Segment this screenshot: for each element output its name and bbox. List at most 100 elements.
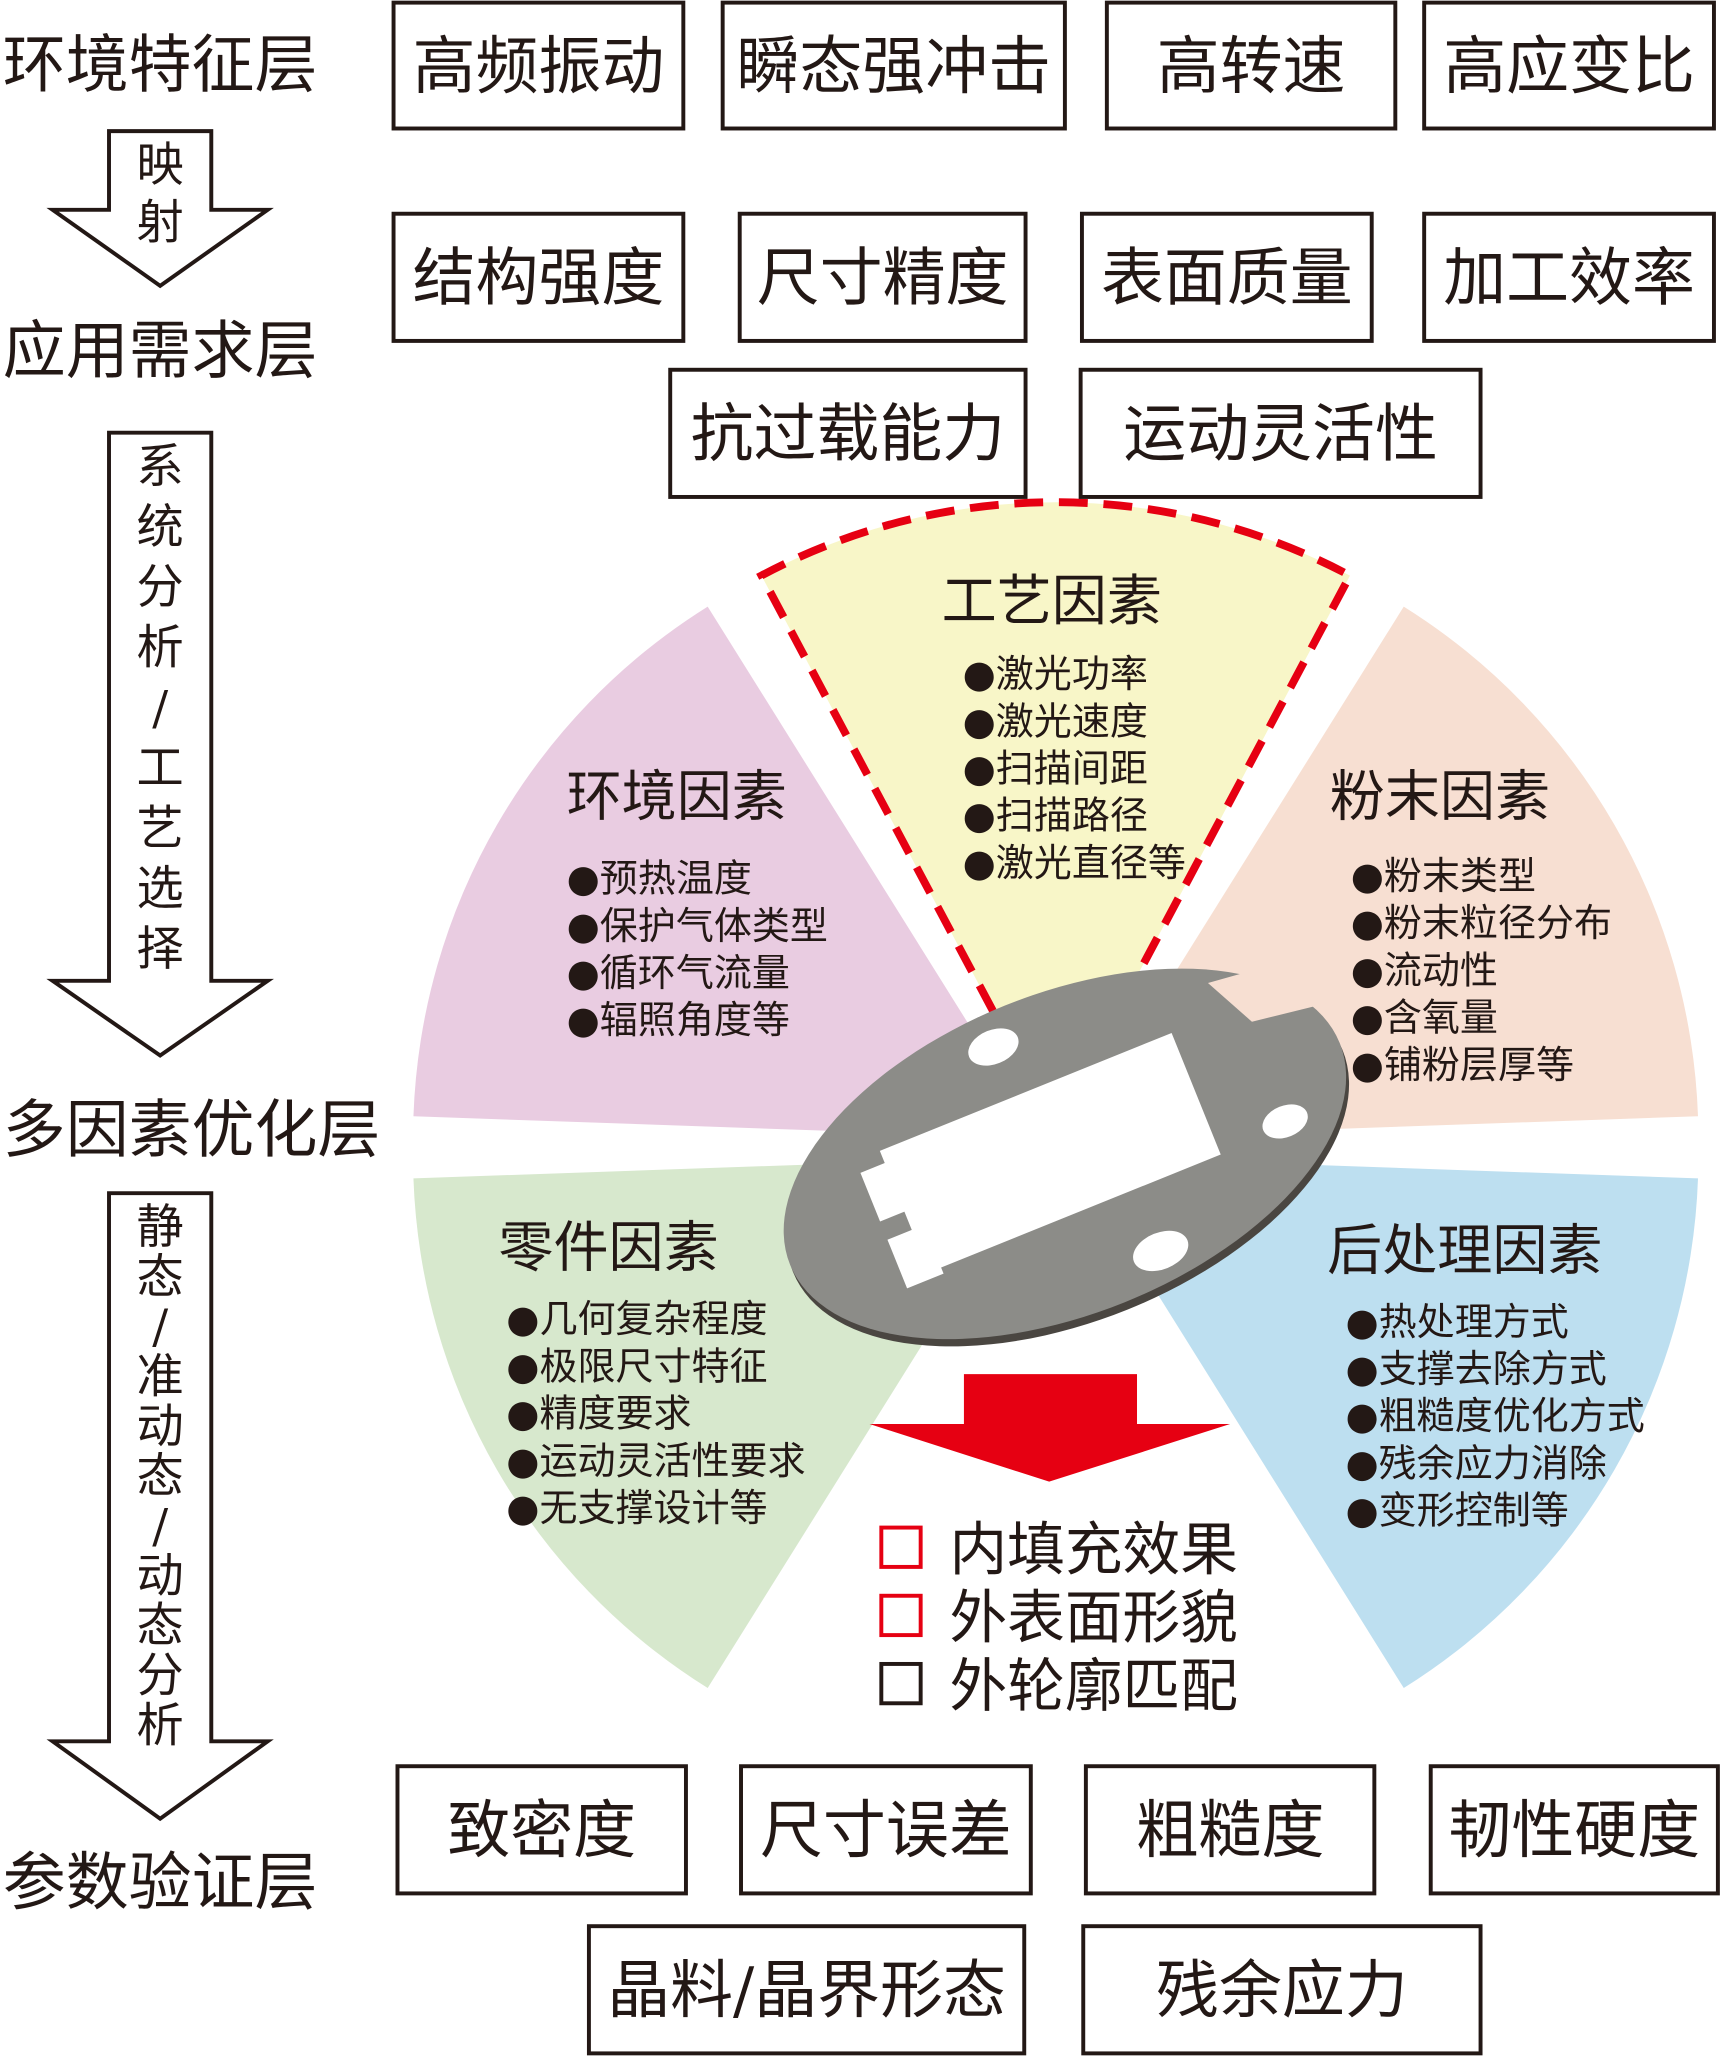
factor-item: ●激光直径等 — [963, 841, 1186, 885]
box-frame — [668, 367, 1028, 499]
arrow-shape — [46, 129, 274, 289]
box-label: 韧性硬度 — [1448, 1794, 1700, 1867]
factor-item: ●粉末类型 — [1351, 854, 1536, 898]
checkbox-icon — [879, 1661, 923, 1706]
part-image — [783, 950, 1350, 1347]
arrow-char: 析 — [137, 1698, 184, 1753]
arrow-char: 动 — [137, 1549, 184, 1604]
arrow-char: 态 — [137, 1250, 184, 1305]
box-frame — [391, 211, 686, 343]
arrow-char: 射 — [137, 196, 184, 251]
factor-item: ●粗糙度优化方式 — [1345, 1394, 1644, 1438]
factor-item: ●几何复杂程度 — [506, 1297, 767, 1341]
factor-item: ●极限尺寸特征 — [506, 1344, 767, 1388]
box-label: 致密度 — [447, 1794, 636, 1867]
factor-item: ●热处理方式 — [1345, 1300, 1568, 1344]
factor-item: ●流动性 — [1351, 948, 1498, 992]
arrow-char: 工 — [137, 741, 184, 796]
layer-label-optimization: 多因素优化层 — [3, 1093, 381, 1166]
arrow-char: 择 — [137, 922, 184, 977]
factor-item: ●激光速度 — [963, 699, 1148, 743]
box-frame — [720, 0, 1067, 131]
arrow-char: / — [152, 1499, 168, 1554]
factor-item: ●扫描间距 — [963, 746, 1148, 790]
red-down-arrow — [869, 1374, 1231, 1482]
factor-item: ●残余应力消除 — [1345, 1441, 1606, 1485]
arrow-char: / — [152, 1300, 168, 1355]
application-box: 抗过载能力 — [668, 367, 1028, 499]
sector-4 — [1071, 1156, 1698, 1689]
application-box: 运动灵活性 — [1078, 367, 1483, 499]
box-label: 表面质量 — [1101, 242, 1353, 315]
box-frame — [1428, 1764, 1720, 1896]
arrow-char: 分 — [137, 560, 184, 615]
box-frame — [391, 0, 686, 131]
arrow-char: 艺 — [137, 801, 184, 856]
box-frame — [1081, 1924, 1483, 2056]
layer-label-environment: 环境特征层 — [3, 29, 318, 102]
factor-item: ●粉末粒径分布 — [1351, 901, 1612, 945]
factor-item: ●激光功率 — [963, 652, 1148, 696]
arrow-char: 选 — [137, 862, 184, 917]
arrow-char: 分 — [137, 1648, 184, 1703]
factor-item: ●含氧量 — [1351, 996, 1498, 1040]
factor-item: ●保护气体类型 — [567, 904, 828, 948]
boxes: 高频振动瞬态强冲击高转速高应变比结构强度尺寸精度表面质量加工效率抗过载能力运动灵… — [391, 0, 1720, 2056]
arrow-char: 静 — [137, 1200, 184, 1255]
outcome-label: 外表面形貌 — [950, 1584, 1238, 1652]
box-frame — [1104, 0, 1398, 131]
arrow-char: 准 — [137, 1350, 184, 1405]
outcome-label: 内填充效果 — [950, 1516, 1238, 1584]
box-label: 高转速 — [1157, 30, 1346, 103]
box-frame — [1422, 0, 1716, 131]
outcome-label: 外轮廓匹配 — [950, 1652, 1238, 1720]
box-label: 抗过载能力 — [691, 398, 1006, 471]
arrow-char: 统 — [137, 500, 184, 555]
factor-title: 环境因素 — [567, 765, 787, 829]
arrow-shape — [46, 1191, 274, 1822]
factor-sectors — [413, 498, 1698, 1689]
arrow-char: 态 — [137, 1449, 184, 1504]
factor-item: ●铺粉层厚等 — [1351, 1043, 1574, 1087]
arrow-char: 析 — [137, 620, 184, 675]
arrow-char: 态 — [137, 1599, 184, 1654]
verification-box: 粗糙度 — [1083, 1764, 1377, 1896]
box-label: 晶料/晶界形态 — [607, 1954, 1006, 2027]
arrow-char: 系 — [137, 440, 184, 495]
box-label: 粗糙度 — [1136, 1794, 1325, 1867]
arrow-char: / — [152, 681, 168, 736]
layer-label-verification: 参数验证层 — [3, 1846, 318, 1919]
env-box: 高转速 — [1104, 0, 1398, 131]
verification-box: 残余应力 — [1081, 1924, 1483, 2056]
sector-1 — [413, 606, 1040, 1139]
box-frame — [1422, 211, 1716, 343]
verification-box: 尺寸误差 — [739, 1764, 1033, 1896]
factor-item: ●精度要求 — [506, 1392, 691, 1436]
box-frame — [586, 1924, 1027, 2056]
box-label: 结构强度 — [413, 242, 665, 315]
checkbox-icon — [879, 1593, 923, 1638]
box-frame — [737, 211, 1028, 343]
mapping-arrow: 映射 — [46, 129, 274, 289]
factor-item: ●预热温度 — [567, 857, 752, 901]
verification-box: 晶料/晶界形态 — [586, 1924, 1027, 2056]
arrow-shape — [46, 430, 274, 1058]
factor-item: ●辐照角度等 — [567, 998, 790, 1042]
factor-title: 粉末因素 — [1330, 765, 1550, 829]
box-frame — [1078, 367, 1483, 499]
box-frame — [395, 1764, 688, 1896]
box-label: 高频振动 — [413, 30, 665, 103]
box-frame — [1083, 1764, 1377, 1896]
arrow-char: 映 — [137, 138, 184, 193]
factor-texts: 工艺因素●激光功率●激光速度●扫描间距●扫描路径●激光直径等环境因素●预热温度●… — [498, 569, 1644, 1532]
application-box: 加工效率 — [1422, 211, 1716, 343]
factor-item: ●循环气流量 — [567, 951, 790, 995]
env-box: 高频振动 — [391, 0, 686, 131]
layer-label-application: 应用需求层 — [3, 314, 318, 387]
box-label: 加工效率 — [1443, 242, 1695, 315]
factor-title: 工艺因素 — [942, 569, 1162, 633]
